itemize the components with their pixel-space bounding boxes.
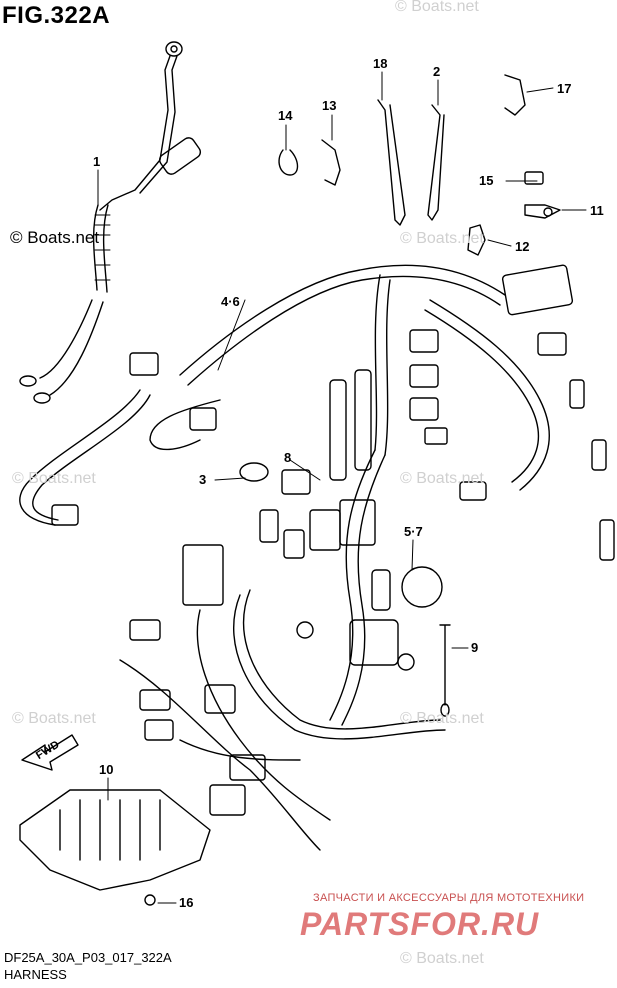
- leader-lines: [97, 71, 587, 904]
- watermark-faint-4: © Boats.net: [400, 470, 484, 487]
- advert-tagline: ЗАПЧАСТИ И АКСЕССУАРЫ ДЛЯ МОТОТЕХНИКИ: [313, 892, 585, 904]
- callout-1: 1: [93, 154, 100, 169]
- advert-logo[interactable]: PARTSFOR.RU: [300, 906, 540, 942]
- watermark-faint-5: © Boats.net: [12, 710, 96, 727]
- callout-14: 14: [278, 108, 293, 123]
- figure-name: HARNESS: [4, 967, 67, 982]
- callout-4-6: 4·6: [221, 294, 240, 309]
- callout-16: 16: [179, 895, 193, 910]
- watermark-faint-6: © Boats.net: [400, 710, 484, 727]
- figure-title: FIG.322A: [2, 2, 111, 29]
- callout-9: 9: [471, 640, 478, 655]
- callout-15: 15: [479, 173, 493, 188]
- callout-10: 10: [99, 762, 113, 777]
- connectors: [51, 264, 615, 816]
- callout-17: 17: [557, 81, 571, 96]
- callout-13: 13: [322, 98, 336, 113]
- callout-5-7: 5·7: [404, 524, 423, 539]
- part-1-cable: [19, 41, 202, 404]
- figure-code: DF25A_30A_P03_017_322A: [4, 950, 172, 965]
- watermark-faint-2: © Boats.net: [400, 230, 484, 247]
- small-parts: [278, 74, 561, 717]
- callout-8: 8: [284, 450, 291, 465]
- part-10-bracket: [19, 789, 211, 906]
- callout-12: 12: [515, 239, 529, 254]
- callout-3: 3: [199, 472, 206, 487]
- callout-18: 18: [373, 56, 387, 71]
- callout-11: 11: [590, 203, 604, 218]
- watermark-faint-3: © Boats.net: [12, 470, 96, 487]
- callout-2: 2: [433, 64, 440, 79]
- fwd-arrow: [21, 734, 79, 771]
- watermark-faint-1: © Boats.net: [395, 0, 479, 15]
- watermark-main: © Boats.net: [10, 228, 100, 247]
- watermark-faint-7: © Boats.net: [400, 950, 484, 967]
- callout-labels: 1 2 3 4·6 5·7 8 9 10 11 12 13 14 15 16 1…: [34, 56, 604, 910]
